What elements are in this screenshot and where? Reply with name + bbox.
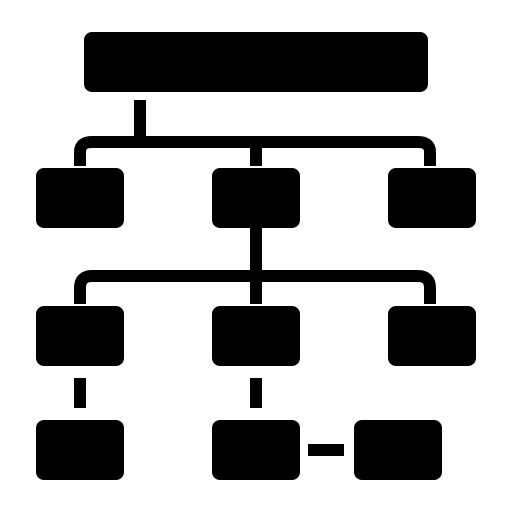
connectors	[74, 100, 436, 456]
level2-left-node	[36, 306, 124, 366]
level3-left-node	[36, 420, 124, 480]
root-node	[84, 32, 428, 92]
level1-right-node	[388, 168, 476, 228]
level2-right-node	[388, 306, 476, 366]
level3-middle-node	[212, 420, 300, 480]
level1-middle-node	[212, 168, 300, 228]
level2-middle-node	[212, 306, 300, 366]
level3-right-node	[354, 420, 442, 480]
nodes	[36, 32, 476, 480]
level1-left-node	[36, 168, 124, 228]
